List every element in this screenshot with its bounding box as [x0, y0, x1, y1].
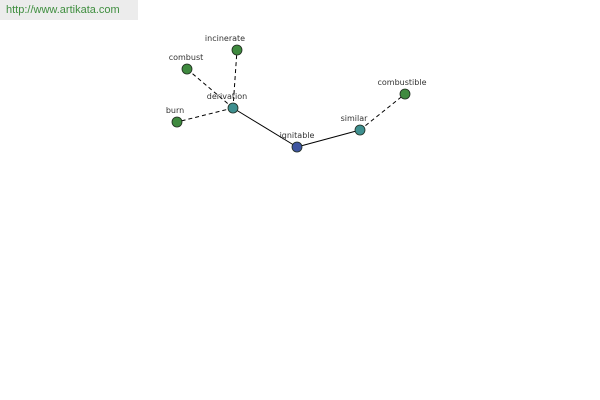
- edge-ignitable-derivation: [232, 107, 298, 148]
- node-similar[interactable]: [354, 124, 366, 136]
- node-label-incinerate[interactable]: incinerate: [205, 34, 245, 43]
- node-combust[interactable]: [181, 63, 193, 75]
- edge-derivation-incinerate: [232, 49, 238, 109]
- node-combustible[interactable]: [399, 88, 411, 100]
- node-derivation[interactable]: [227, 102, 239, 114]
- node-label-derivation[interactable]: derivation: [207, 92, 247, 101]
- node-label-ignitable[interactable]: ignitable: [280, 131, 315, 140]
- node-burn[interactable]: [171, 116, 183, 128]
- node-label-burn[interactable]: burn: [166, 106, 184, 115]
- node-label-combust[interactable]: combust: [169, 53, 204, 62]
- edge-derivation-burn: [176, 107, 234, 123]
- node-incinerate[interactable]: [231, 44, 243, 56]
- site-url-link[interactable]: http://www.artikata.com: [0, 0, 138, 20]
- label-layer: ignitable derivation similar combust inciner…: [166, 34, 427, 140]
- edge-derivation-combust: [186, 68, 234, 109]
- node-label-similar[interactable]: similar: [341, 114, 369, 123]
- edge-ignitable-similar: [296, 129, 361, 148]
- edge-layer: [176, 49, 406, 148]
- node-ignitable[interactable]: [291, 141, 303, 153]
- node-label-combustible[interactable]: combustible: [378, 78, 427, 87]
- node-layer: [171, 44, 411, 153]
- edge-similar-combustible: [359, 93, 406, 131]
